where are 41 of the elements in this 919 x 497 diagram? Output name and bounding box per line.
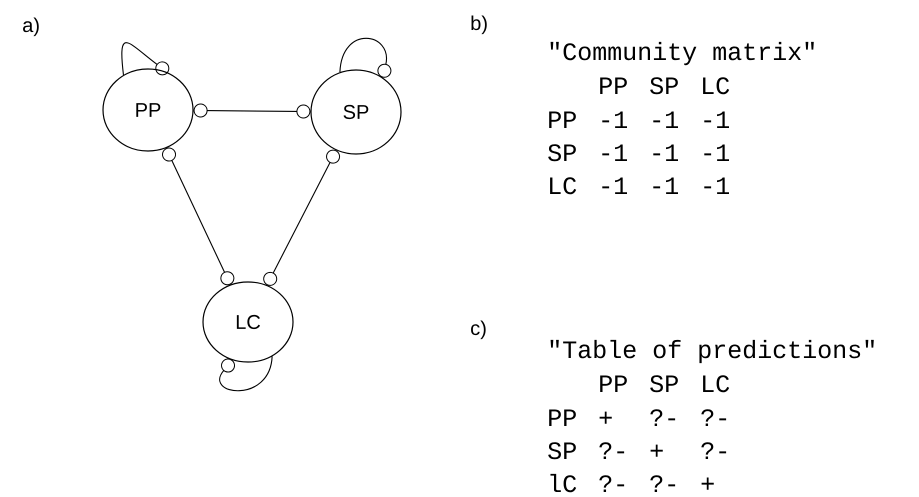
table-cell: +: [600, 412, 612, 424]
connector: [263, 150, 340, 286]
row-header: LC: [550, 177, 576, 194]
row-header: lC: [550, 474, 576, 492]
row-header: PP: [549, 112, 576, 128]
connector: [162, 148, 234, 286]
column-header: LC: [703, 375, 730, 392]
table-cell: ?-: [701, 442, 726, 459]
connector: [194, 104, 310, 118]
table-cell: -1: [704, 178, 729, 194]
table-cell: -1: [602, 178, 627, 194]
row-header: PP: [549, 410, 576, 426]
table-cell: -1: [704, 112, 729, 128]
table-title: "Community matrix": [550, 42, 814, 66]
row-header: SP: [548, 144, 576, 162]
table-cell: -1: [602, 112, 627, 128]
column-header: SP: [650, 77, 678, 94]
table-cell: ?-: [599, 475, 624, 492]
table-cell: -1: [653, 178, 678, 194]
table-cell: ?-: [701, 409, 726, 426]
table-cell: -1: [653, 112, 678, 128]
column-header: SP: [650, 375, 678, 392]
table-cell: -1: [602, 144, 627, 161]
connector: [121, 42, 170, 76]
table-title: "Table of predictions": [550, 340, 874, 364]
panel-letter: c): [471, 320, 486, 340]
table-cell: -1: [704, 144, 729, 161]
column-header: LC: [703, 77, 730, 94]
table-cell: ?-: [650, 475, 676, 492]
table-cell: -1: [653, 144, 678, 161]
panel-letter: b): [472, 16, 487, 34]
panel-letter: a): [23, 18, 39, 36]
column-header: PP: [600, 376, 627, 392]
table-cell: ?-: [599, 442, 624, 459]
table-cell: ?-: [650, 409, 676, 426]
table-cell: +: [702, 478, 714, 490]
row-header: SP: [548, 442, 576, 460]
column-header: PP: [600, 78, 627, 94]
table-cell: +: [650, 444, 663, 457]
connector: [339, 38, 392, 78]
connector: [219, 356, 273, 392]
